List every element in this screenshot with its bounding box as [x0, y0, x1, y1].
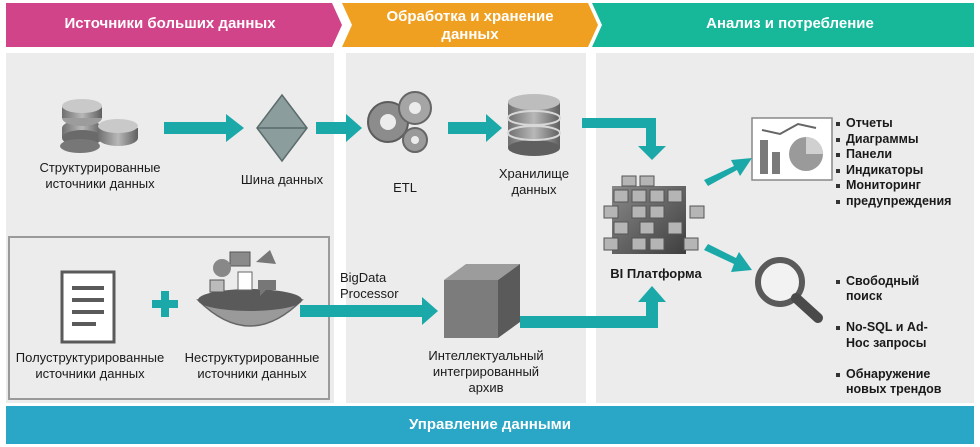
arrow-archive-to-bi [520, 286, 666, 328]
label-etl: ETL [393, 180, 417, 195]
reports-item: Мониторинг [836, 178, 976, 194]
header-analysis: Анализ и потребление [706, 15, 874, 32]
reports-item: Отчеты [836, 116, 976, 132]
label-structured-sources: Структурированные источники данных [39, 160, 161, 191]
header-analysis-chevron [592, 3, 974, 47]
reports-item: Диаграммы [836, 132, 976, 148]
arrow-sources-to-bus [164, 114, 244, 142]
reports-chart-icon [751, 117, 833, 181]
footer-data-management: Управление данными [6, 406, 974, 444]
label-unstructured: Неструктурированные источники данных [184, 350, 320, 381]
header-bar [6, 3, 974, 47]
arrow-unstructured-to-archive [300, 297, 438, 325]
label-data-bus: Шина данных [240, 172, 324, 187]
label-bi-platform: BI Платформа [610, 266, 702, 281]
header-sources: Источники больших данных [64, 15, 276, 32]
header-processing: Обработка и хранение данных [386, 8, 554, 43]
search-magnifier-icon [755, 257, 823, 323]
data-bus-diamond-icon [256, 93, 308, 163]
arrow-bus-to-etl [316, 114, 362, 142]
search-item: Свободный поиск [836, 274, 976, 305]
search-item: Обнаружение новых трендов [836, 367, 976, 398]
reports-item: Индикаторы [836, 163, 976, 179]
header-sources-chevron [6, 3, 342, 47]
database-coins-icon [60, 99, 138, 153]
unstructured-bowl-icon [196, 250, 304, 327]
reports-item: Панели [836, 147, 976, 163]
label-semi-structured: Полуструктурированные источники данных [15, 350, 165, 381]
arrow-etl-to-storage [448, 114, 502, 142]
unstructured-group-frame [8, 236, 330, 400]
header-processing-chevron [342, 3, 598, 47]
reports-list: Отчеты Диаграммы Панели Индикаторы Монит… [836, 116, 976, 209]
search-list: Свободный поиск No-SQL и Ad- Hoc запросы… [836, 258, 976, 413]
label-archive: Интеллектуальный интегрированный архив [428, 348, 544, 395]
label-bigdata-processor: BigData Processor [340, 270, 399, 301]
label-storage: Хранилище данных [498, 166, 570, 197]
arrow-bi-to-reports [704, 158, 752, 186]
document-icon [60, 270, 116, 344]
database-storage-icon [507, 94, 561, 156]
bi-platform-cube-icon [603, 175, 705, 254]
reports-item: предупреждения [836, 194, 976, 210]
arrow-storage-to-bi [582, 118, 666, 160]
etl-gears-icon [367, 91, 432, 153]
archive-box-icon [444, 264, 520, 338]
arrow-bi-to-search [704, 244, 752, 272]
search-item: No-SQL и Ad- Hoc запросы [836, 320, 976, 351]
plus-icon [152, 291, 178, 317]
